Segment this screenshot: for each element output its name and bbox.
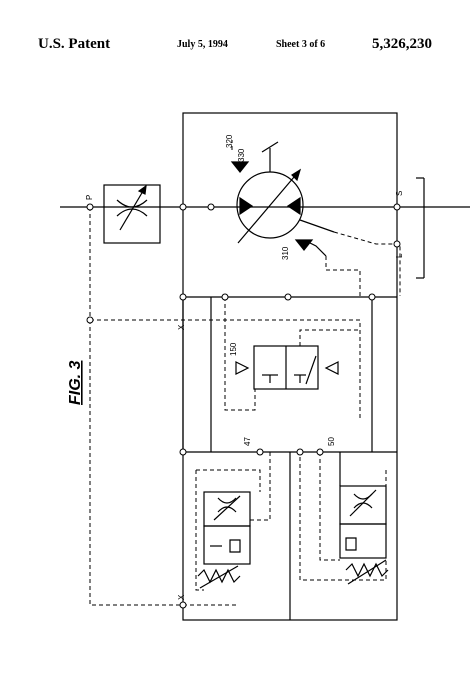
junction-upper-rail-left [179, 293, 187, 301]
label-ref-330: 330 [237, 148, 246, 162]
junction-main-inner [207, 203, 215, 211]
label-ref-150: 150 [229, 342, 238, 356]
label-ref-310: 310 [281, 246, 290, 260]
patent-date: July 5, 1994 [177, 39, 228, 50]
lower-right-valve-box [345, 537, 357, 551]
throttle-curve-top [116, 199, 148, 208]
label-port-l: L [395, 253, 404, 258]
lower-left-spring-adjust [199, 565, 239, 589]
throttle-arrowhead [137, 184, 147, 195]
label-port-p: P [85, 195, 94, 200]
junction-main-left [179, 203, 187, 211]
valve-150-pilot-right [324, 361, 339, 375]
label-ref-50: 50 [327, 437, 336, 446]
actuator-310-linkage [303, 239, 327, 257]
junction-x-lower [179, 601, 187, 609]
lower-right-spring [345, 562, 389, 578]
lower-left-valve-lower [203, 525, 251, 565]
pilot-line-lower-left-top [196, 469, 261, 492]
pump-flow-triangle-left [239, 196, 254, 216]
pilot-line-lower-left-return [250, 452, 271, 521]
figure-title: FIG. 3 [67, 360, 84, 405]
patent-label: U.S. Patent [38, 36, 111, 52]
lower-left-throttle-bottom [217, 506, 237, 513]
pilot-line-valve-150-top [299, 329, 360, 346]
lower-right-valve-lower [339, 523, 387, 559]
pump-variable-arrow [237, 169, 301, 244]
pilot-line-lever-return [333, 231, 401, 296]
pilot-line-lower-x [89, 320, 237, 606]
junction-lower-rail-left [179, 448, 187, 456]
pump-lever-arm [299, 219, 335, 233]
label-line-x-upper: X [177, 324, 186, 330]
pilot-line-valve-150-left [224, 297, 256, 411]
actuator-330-triangle [230, 161, 250, 173]
junction-lower-mid [296, 448, 304, 456]
junction-upper-rail-mid [221, 293, 229, 301]
actuator-310-triangle [294, 239, 314, 251]
lower-right-valve-upper [339, 485, 387, 525]
junction-50 [316, 448, 324, 456]
label-ref-320: 320 [225, 134, 234, 148]
pump-arrowhead [291, 168, 302, 182]
patent-header: U.S. Patent July 5, 1994 Sheet 3 of 6 5,… [0, 34, 474, 58]
junction-p-port [86, 203, 94, 211]
label-ref-47: 47 [243, 437, 252, 446]
label-line-x-lower: X [177, 594, 186, 600]
pilot-line-upper-x [90, 319, 361, 420]
pilot-line-lower-right-return [299, 452, 387, 581]
junction-upper-rail-right [368, 293, 376, 301]
junction-47 [256, 448, 264, 456]
label-port-s: S [395, 191, 404, 196]
junction-x-upper [86, 316, 94, 324]
lower-left-spring [197, 568, 241, 584]
lower-left-valve-upper [203, 491, 251, 527]
pump-shaft-cap [261, 141, 279, 153]
junction-l-port [393, 240, 401, 248]
valve-150-pilot-left [235, 361, 250, 375]
patent-number: 5,326,230 [372, 36, 432, 52]
junction-s-port [393, 203, 401, 211]
throttle-adjust-arrow [119, 185, 147, 231]
lower-left-valve-box [229, 539, 241, 553]
lower-right-throttle-arrow [349, 489, 377, 517]
pilot-line-310 [325, 256, 361, 297]
pilot-line-lower-left-side [195, 470, 204, 591]
junction-upper-rail-center [284, 293, 292, 301]
lower-left-throttle-arrow [213, 495, 241, 521]
pilot-line-lower-right-feed [319, 452, 340, 561]
pump-flow-triangle-right [286, 196, 301, 216]
throttle-valve-box [103, 184, 161, 244]
lower-left-throttle-top [217, 497, 237, 504]
sheet-number: Sheet 3 of 6 [276, 39, 326, 50]
valve-150-flow-arrow [305, 355, 317, 385]
